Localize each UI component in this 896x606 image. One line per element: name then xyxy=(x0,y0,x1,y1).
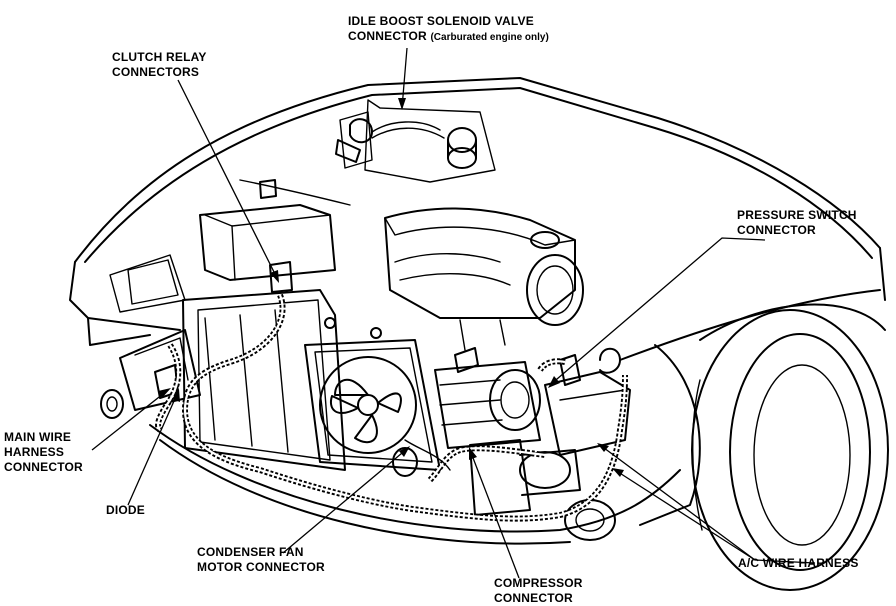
label-main-wire-line3: CONNECTOR xyxy=(4,460,83,474)
label-clutch-relay: CLUTCH RELAY CONNECTORS xyxy=(112,50,207,80)
label-condenser-fan: CONDENSER FAN MOTOR CONNECTOR xyxy=(197,545,325,575)
label-main-wire-harness: MAIN WIRE HARNESS CONNECTOR xyxy=(4,430,83,475)
label-pressure-switch-line1: PRESSURE SWITCH xyxy=(737,208,857,222)
label-condenser-fan-line1: CONDENSER FAN xyxy=(197,545,304,559)
label-pressure-switch-line2: CONNECTOR xyxy=(737,223,816,237)
radiator xyxy=(182,289,382,471)
label-compressor-line1: COMPRESSOR xyxy=(494,576,583,590)
label-diode: DIODE xyxy=(106,503,146,517)
front-tire xyxy=(691,303,889,591)
label-idle-boost-line2: CONNECTOR (Carburated engine only) xyxy=(348,29,549,43)
leader-lines xyxy=(91,47,816,579)
label-idle-boost-line1: IDLE BOOST SOLENOID VALVE xyxy=(348,14,534,28)
label-clutch-relay-line2: CONNECTORS xyxy=(112,65,200,79)
label-condenser-fan-line2: MOTOR CONNECTOR xyxy=(197,560,325,574)
vehicle-body-outline xyxy=(69,77,886,545)
right-side-box xyxy=(544,347,631,541)
condenser-fan xyxy=(304,339,441,477)
label-idle-boost-note: (Carburated engine only) xyxy=(430,32,549,43)
label-main-wire-line1: MAIN WIRE xyxy=(4,430,72,444)
label-main-wire-line2: HARNESS xyxy=(4,445,65,459)
label-pressure-switch: PRESSURE SWITCH CONNECTOR xyxy=(737,208,857,238)
label-ac-wire-harness: A/C WIRE HARNESS xyxy=(738,556,859,570)
label-compressor: COMPRESSOR CONNECTOR xyxy=(494,576,583,606)
ac-compressor xyxy=(434,347,581,516)
engine-block xyxy=(199,179,584,351)
label-clutch-relay-line1: CLUTCH RELAY xyxy=(112,50,207,64)
wire-harness xyxy=(155,293,628,522)
label-idle-boost-solenoid: IDLE BOOST SOLENOID VALVE CONNECTOR (Car… xyxy=(348,14,549,45)
label-compressor-line2: CONNECTOR xyxy=(494,591,573,605)
cowl-area xyxy=(335,99,496,183)
